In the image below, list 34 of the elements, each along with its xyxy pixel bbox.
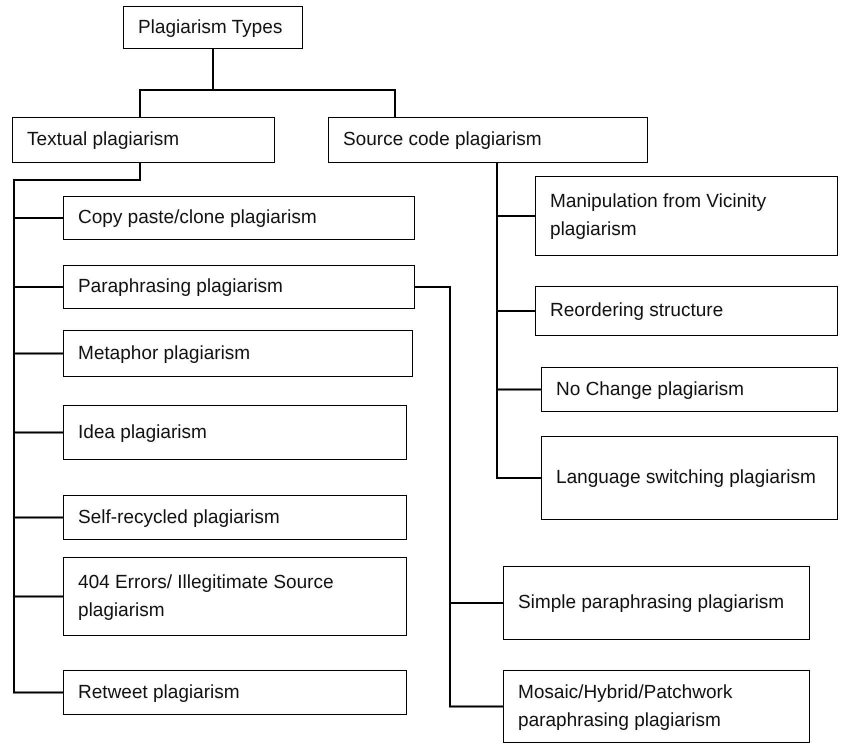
category-label: Manipulation from Vicinity plagiarism	[550, 190, 768, 242]
category-box	[503, 566, 810, 640]
category-box	[63, 557, 407, 636]
category-box	[535, 176, 838, 256]
category-label: No Change plagiarism	[556, 378, 744, 402]
category-label: Copy paste/clone plagiarism	[78, 206, 317, 230]
category-box	[12, 117, 275, 163]
category-label: Reordering structure	[550, 299, 724, 324]
category-box	[541, 436, 838, 520]
category-label: Self-recycled plagiarism	[78, 506, 280, 530]
category-label: Source code plagiarism	[343, 128, 542, 152]
category-label: Language switching plagiarism	[556, 466, 816, 490]
category-box	[63, 330, 413, 377]
category-box	[503, 670, 810, 743]
category-label: Mosaic/Hybrid/Patchwork paraphrasing plagiarism	[518, 680, 734, 732]
category-label: Plagiarism Types	[138, 16, 282, 40]
category-label: 404 Errors/ Illegitimate Source plagiarism	[78, 570, 335, 622]
category-box	[535, 286, 838, 336]
category-label: Idea plagiarism	[78, 420, 207, 445]
category-box	[63, 670, 407, 715]
category-label: Metaphor plagiarism	[78, 342, 250, 366]
connector-line	[212, 49, 396, 117]
category-box	[541, 367, 838, 412]
category-label: Paraphrasing plagiarism	[78, 275, 283, 300]
category-label: Retweet plagiarism	[78, 680, 240, 705]
category-box	[123, 6, 303, 49]
category-label: Simple paraphrasing plagiarism	[518, 591, 784, 616]
category-box	[63, 265, 415, 309]
category-box	[63, 405, 407, 460]
category-box	[63, 196, 415, 240]
category-label: Textual plagiarism	[27, 128, 180, 152]
connector-line	[496, 163, 541, 479]
category-box	[328, 117, 648, 163]
category-box	[63, 495, 407, 540]
